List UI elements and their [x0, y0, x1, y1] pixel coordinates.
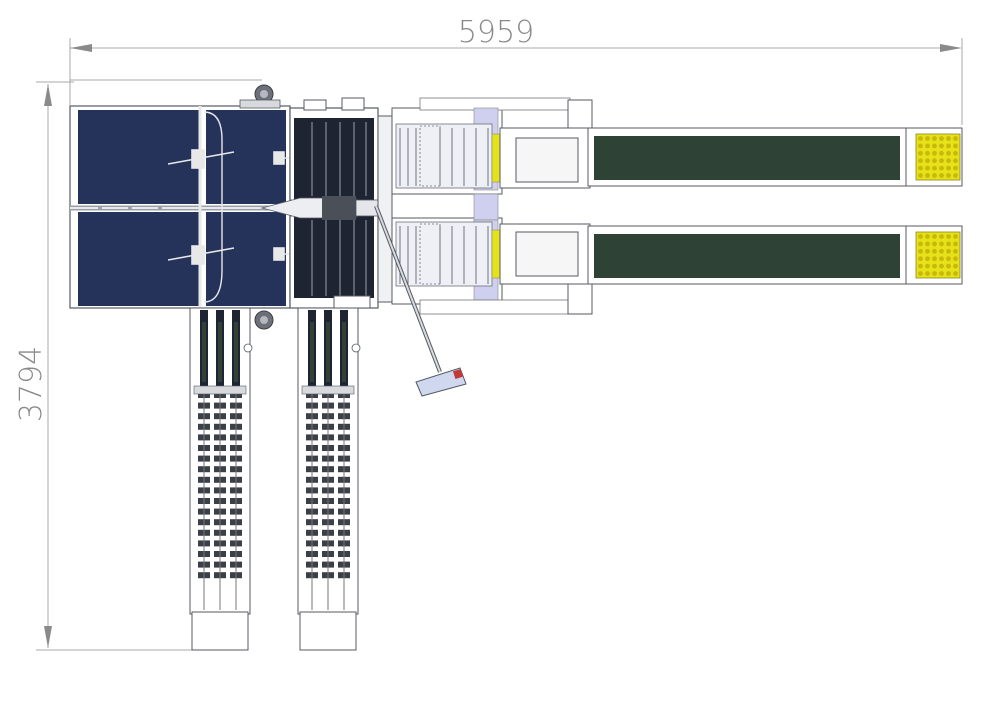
egg-tray-upper-icon — [915, 133, 961, 181]
dimension-vertical — [36, 81, 195, 651]
dimension-height-label: 3794 — [14, 346, 49, 422]
conveyor-belt-upper — [587, 127, 963, 187]
dimension-arrow-top-icon — [44, 84, 52, 106]
control-panel — [415, 367, 467, 397]
transfer-table-upper — [499, 99, 593, 189]
dimension-arrow-bottom-icon — [44, 626, 52, 648]
conveyor-belt-lower — [587, 225, 963, 285]
control-arm — [374, 205, 442, 373]
hopper-unit — [69, 84, 300, 330]
lower-conveyors — [189, 307, 361, 651]
dimension-arrow-right-icon — [940, 44, 962, 52]
egg-tray-lower-icon — [915, 231, 961, 279]
dimension-horizontal — [69, 38, 963, 125]
transfer-table-lower — [499, 223, 593, 315]
dimension-arrow-left-icon — [70, 44, 92, 52]
dimension-width-label: 5959 — [458, 15, 534, 50]
